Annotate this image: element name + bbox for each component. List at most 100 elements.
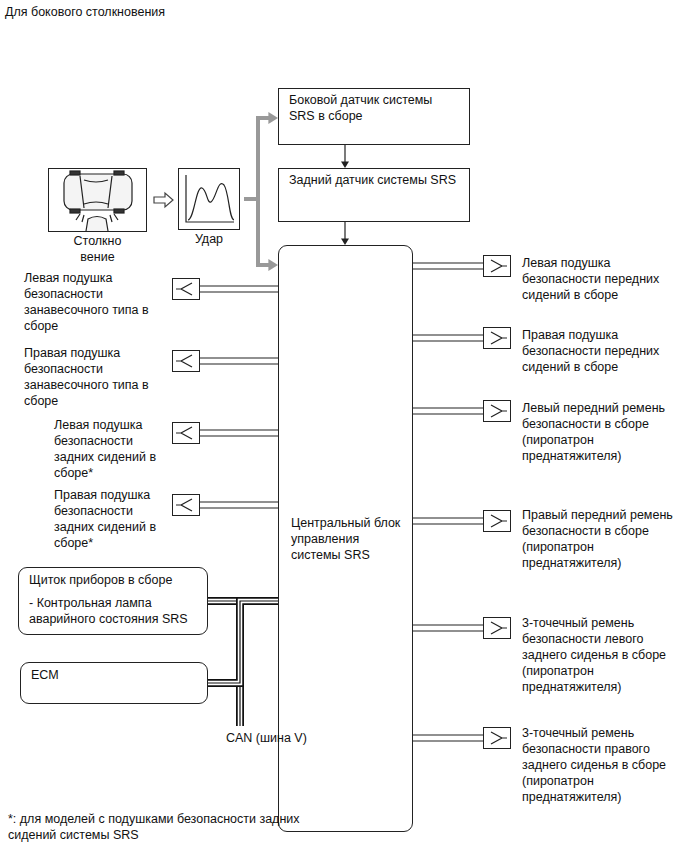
squib-connector: 3-точечный ремень безопасности правого з…: [483, 725, 685, 805]
squib-wire-pair: [413, 735, 483, 741]
squib-chevron: [484, 256, 510, 276]
signal-arrow: [341, 222, 349, 245]
squib-chevron: [173, 351, 199, 371]
squib-wire-pair: [413, 408, 483, 414]
squib-symbol: [172, 494, 200, 516]
component-label: Левая подушка безопасности задних сидени…: [54, 417, 166, 481]
squib-chevron: [484, 618, 510, 638]
node-label: Центральный блок управления системы SRS: [291, 515, 404, 563]
wire: [413, 740, 483, 741]
component-label: Левая подушка безопасности занавесочного…: [24, 270, 166, 334]
squib-wire-pair: [413, 263, 483, 269]
squib-symbol: [483, 255, 511, 277]
squib-chevron: [484, 728, 510, 748]
signal-line: [244, 199, 275, 265]
squib-connector: Правая подушка безопасности занавесочног…: [24, 345, 200, 409]
car-collision-sketch: [64, 171, 132, 231]
squib-connector: Левая подушка безопасности передних сиде…: [483, 255, 685, 303]
node-label: Задний датчик системы SRS: [289, 172, 461, 188]
squib-chevron: [484, 401, 510, 421]
squib-wire-pair: [200, 358, 278, 364]
bus-core: [208, 601, 278, 683]
squib-symbol: [483, 327, 511, 349]
wire: [200, 501, 278, 502]
component-label: Левая подушка безопасности передних сиде…: [522, 255, 685, 303]
component-label: 3-точечный ремень безопасности правого з…: [522, 725, 685, 805]
wire: [413, 413, 483, 414]
squib-connector: Левый передний ремень безопасности в сбо…: [483, 400, 685, 464]
bus-outer: [208, 601, 278, 683]
squib-chevron: [173, 279, 199, 299]
wire: [413, 523, 483, 524]
squib-connector: Левая подушка безопасности задних сидени…: [54, 417, 200, 481]
sensor-box: Боковой датчик системы SRS в сборе: [278, 88, 470, 145]
squib-wire-pair: [413, 625, 483, 631]
signal-line: [344, 222, 345, 239]
ecm-box: ECM: [20, 662, 208, 704]
squib-connector: 3-точечный ремень безопасности левого за…: [483, 615, 685, 695]
squib-symbol: [483, 617, 511, 639]
component-label: Правая подушка безопасности передних сид…: [522, 327, 685, 375]
impact-graph-box: Удар: [178, 168, 240, 230]
wire: [200, 429, 278, 430]
wire: [413, 630, 483, 631]
arrowhead: [268, 259, 278, 271]
wire: [200, 291, 278, 292]
squib-wire-pair: [200, 502, 278, 508]
squib-chevron: [484, 328, 510, 348]
squib-chevron: [173, 495, 199, 515]
squib-connector: Правый передний ремень безопасности в сб…: [483, 507, 685, 571]
sensor-box: Задний датчик системы SRS: [278, 168, 470, 222]
wire: [413, 407, 483, 408]
can-bus-branch: [240, 684, 241, 727]
component-label: Левый передний ремень безопасности в сбо…: [522, 400, 685, 464]
wire: [200, 363, 278, 364]
wire: [413, 340, 483, 341]
bus-label: CAN (шина V): [226, 730, 346, 746]
wire: [413, 624, 483, 625]
node-label: Удар: [178, 231, 240, 247]
node-label: Боковой датчик системы SRS в сборе: [289, 92, 461, 124]
footnote: *: для моделей с подушками безопасности …: [8, 811, 348, 843]
component-label: Правая подушка безопасности занавесочног…: [24, 345, 166, 409]
node-label: ECM: [31, 667, 199, 683]
squib-symbol: [483, 510, 511, 532]
squib-wire-pair: [413, 335, 483, 341]
can-bus-line: [208, 601, 278, 683]
squib-connector: Правая подушка безопасности передних сид…: [483, 327, 685, 375]
signal-arrow: [341, 145, 349, 168]
squib-wire-pair: [200, 286, 278, 292]
squib-symbol: [483, 727, 511, 749]
wire: [413, 268, 483, 269]
node-label: Щиток приборов в сборе: [29, 572, 199, 588]
wire: [200, 507, 278, 508]
wire: [200, 285, 278, 286]
squib-symbol: [483, 400, 511, 422]
wire: [200, 435, 278, 436]
squib-symbol: [172, 278, 200, 300]
instrument-cluster: Щиток приборов в сборе - Контрольная ламп…: [18, 567, 208, 635]
squib-wire-pair: [200, 430, 278, 436]
wire: [413, 334, 483, 335]
wire: [413, 262, 483, 263]
signal-line: [344, 145, 345, 162]
hollow-arrow-shape: [154, 193, 173, 207]
squib-symbol: [172, 422, 200, 444]
component-label: 3-точечный ремень безопасности левого за…: [522, 615, 685, 695]
node-sublabel: - Контрольная лампа аварийного состояния…: [29, 595, 199, 627]
component-label: Правый передний ремень безопасности в сб…: [522, 507, 685, 571]
signal-line: [244, 118, 275, 199]
squib-symbol: [172, 350, 200, 372]
squib-wire-pair: [413, 518, 483, 524]
component-label: Правая подушка безопасности задних сиден…: [54, 487, 166, 551]
wire: [413, 734, 483, 735]
wire: [200, 357, 278, 358]
squib-chevron: [484, 511, 510, 531]
squib-connector: Левая подушка безопасности занавесочного…: [24, 270, 200, 334]
collision-illustration: Столкно вение: [48, 168, 147, 232]
squib-chevron: [173, 423, 199, 443]
wire: [413, 517, 483, 518]
bus-gap: [208, 601, 278, 683]
arrowhead: [268, 112, 278, 124]
hollow-arrow: [154, 193, 173, 207]
